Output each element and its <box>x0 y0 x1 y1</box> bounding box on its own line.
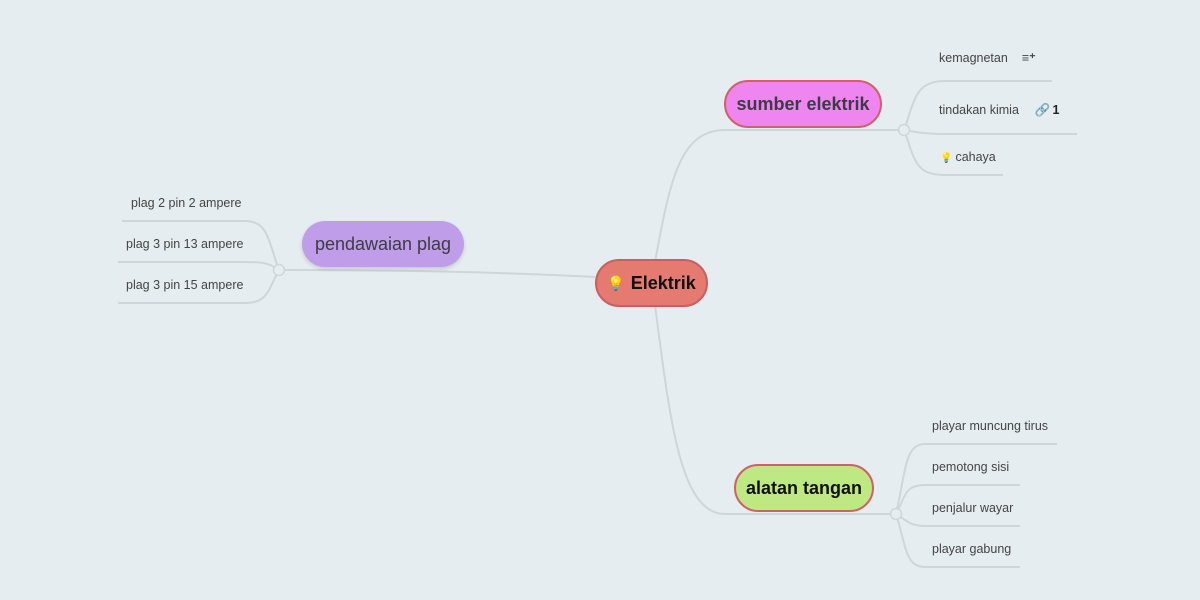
branch-pendawaian-plag[interactable]: pendawaian plag <box>302 221 464 267</box>
notes-icon: ≡⁺ <box>1021 51 1036 65</box>
leaf-plag-3-pin-13[interactable]: plag 3 pin 13 ampere <box>126 237 244 251</box>
leaf-playar-muncung-tirus[interactable]: playar muncung tirus <box>932 419 1049 433</box>
leaf-plag-2-pin[interactable]: plag 2 pin 2 ampere <box>131 196 242 210</box>
leaf-tindakan-kimia[interactable]: tindakan kimia🔗1 <box>939 103 1060 117</box>
branch-alatan-tangan[interactable]: alatan tangan <box>734 464 874 512</box>
leaf-plag-3-pin-15[interactable]: plag 3 pin 15 ampere <box>126 278 244 292</box>
leaf-penjalur-wayar[interactable]: penjalur wayar <box>932 501 1014 515</box>
lightbulb-icon: 💡 <box>940 153 953 164</box>
leaf-playar-gabung[interactable]: playar gabung <box>932 542 1012 556</box>
lightbulb-icon: 💡 <box>607 274 625 291</box>
leaf-cahaya[interactable]: 💡cahaya <box>940 150 996 164</box>
branch-sumber-elektrik[interactable]: sumber elektrik <box>724 80 882 128</box>
leaf-pemotong-sisi[interactable]: pemotong sisi <box>932 460 1010 474</box>
link-icon[interactable]: 🔗 <box>1034 103 1051 117</box>
leaf-kemagnetan[interactable]: kemagnetan≡⁺ <box>939 51 1036 65</box>
root-node[interactable]: 💡 Elektrik <box>595 259 708 307</box>
